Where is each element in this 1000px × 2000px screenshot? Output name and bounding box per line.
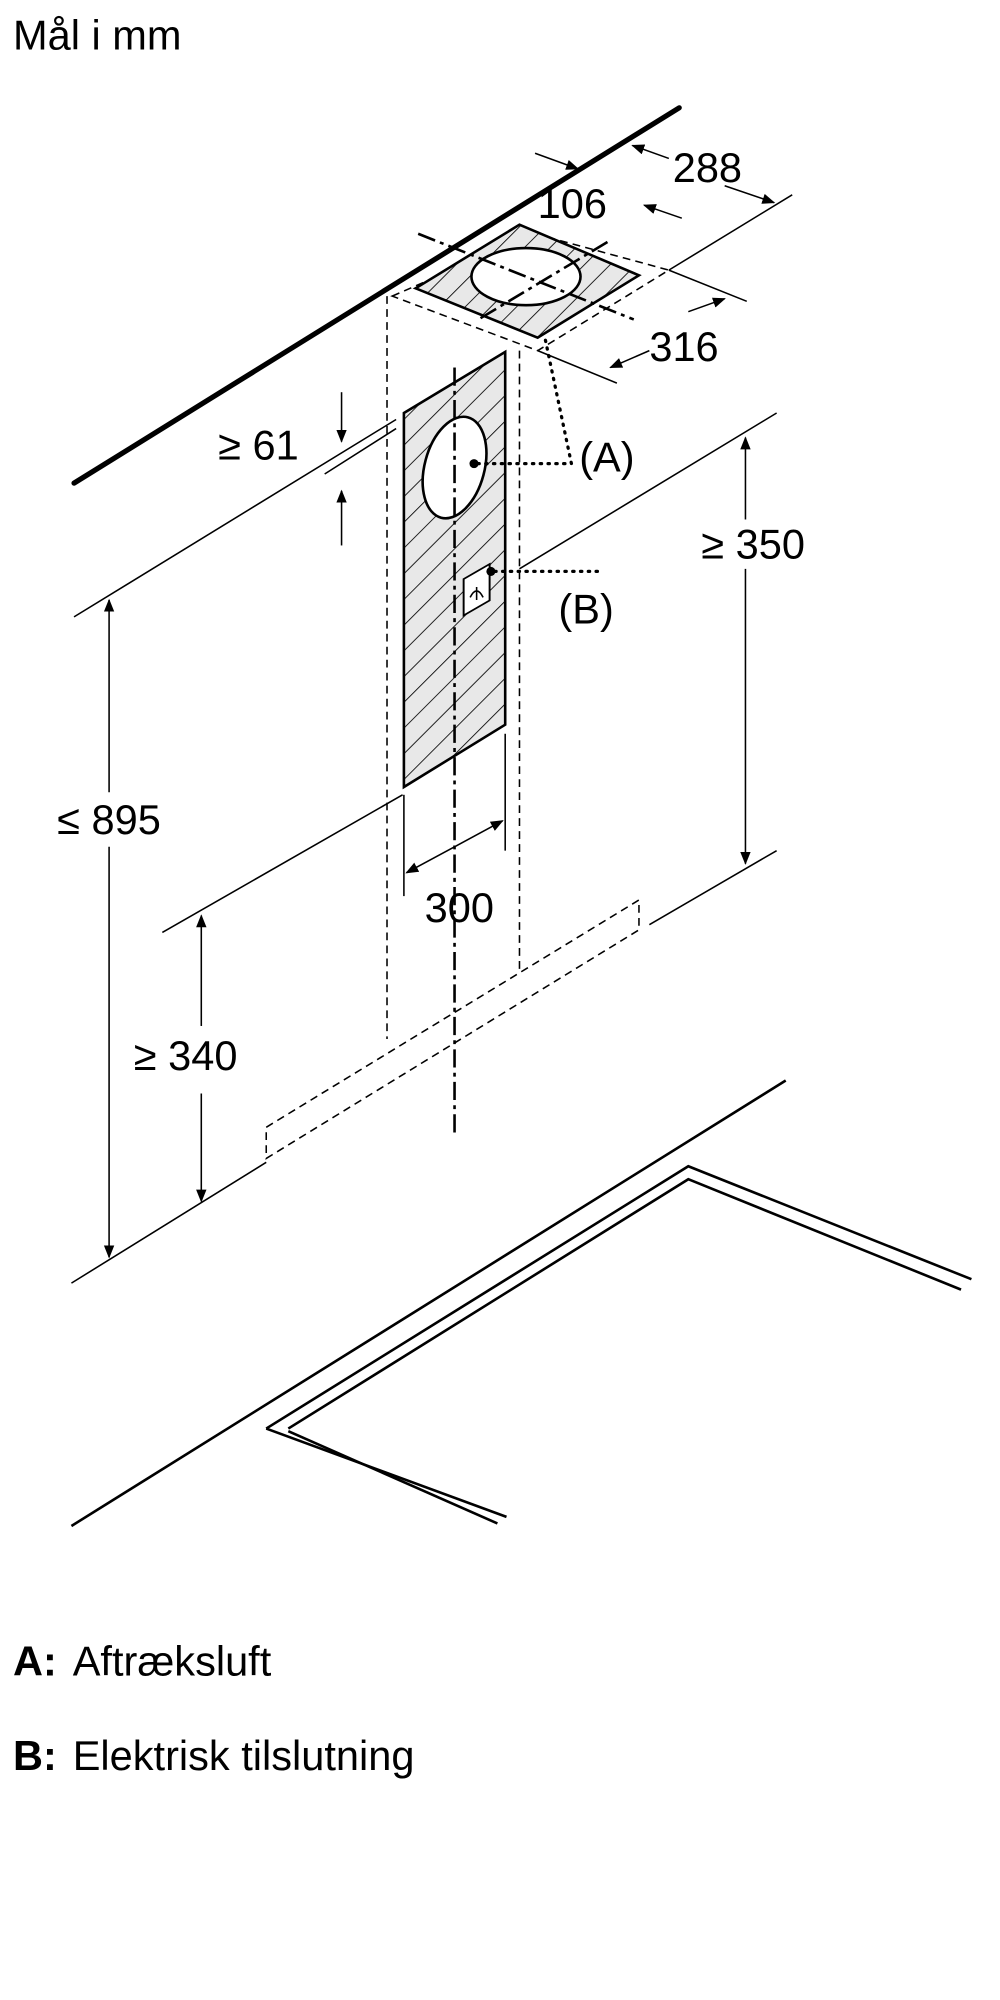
ceiling-cutout	[390, 223, 671, 352]
dim-895: ≤ 895	[57, 796, 161, 843]
ceiling-wall-edge	[71, 105, 682, 486]
legend-a: A: Aftræksluft	[13, 1637, 272, 1684]
dim-340: ≥ 340	[134, 1032, 238, 1079]
units-title: Mål i mm	[13, 11, 181, 58]
dim-300: 300	[425, 884, 494, 931]
cooktop	[70, 1079, 972, 1528]
hood-outline	[265, 898, 640, 1160]
legend-key-b: B:	[13, 1732, 57, 1779]
legend-label-b: Elektrisk tilslutning	[73, 1732, 415, 1779]
legend-key-a: A:	[13, 1637, 57, 1684]
callout-b: (B)	[558, 585, 613, 632]
dim-288: 288	[673, 144, 742, 191]
dim-61: ≥ 61	[218, 422, 299, 469]
legend-label-a: Aftræksluft	[73, 1637, 272, 1684]
dim-106: 106	[538, 180, 607, 227]
legend-b: B: Elektrisk tilslutning	[13, 1732, 414, 1779]
dim-350: ≥ 350	[701, 520, 805, 567]
dim-316: 316	[649, 323, 718, 370]
callout-a: (A)	[579, 433, 634, 480]
